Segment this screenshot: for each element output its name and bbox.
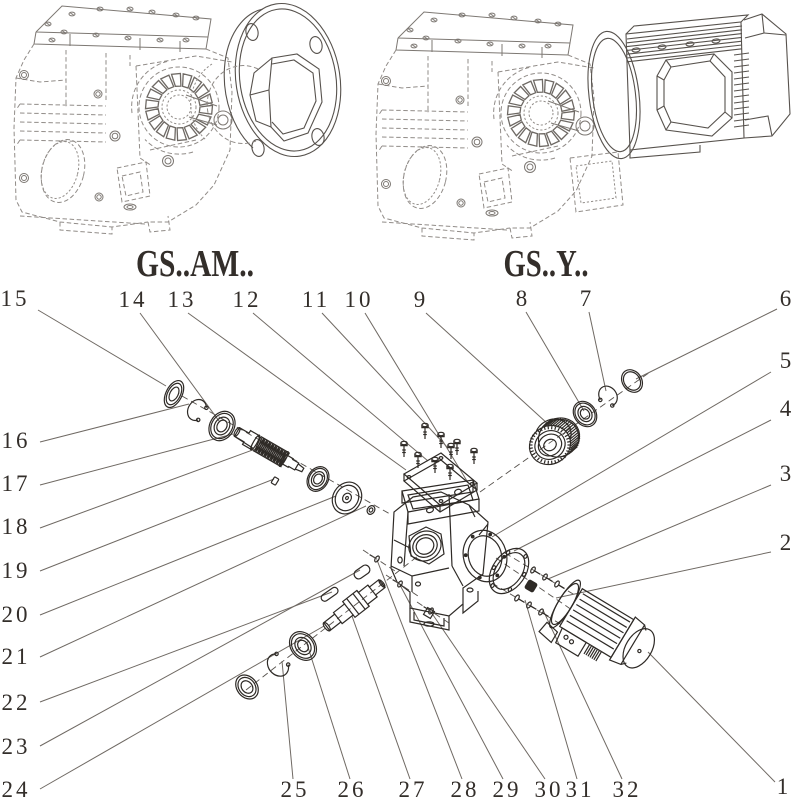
- svg-text:31: 31: [566, 777, 595, 800]
- svg-text:27: 27: [399, 777, 428, 800]
- svg-text:19: 19: [2, 558, 31, 583]
- svg-text:15: 15: [1, 286, 30, 311]
- svg-text:4: 4: [780, 396, 795, 421]
- svg-text:16: 16: [2, 428, 31, 453]
- svg-text:13: 13: [168, 287, 197, 312]
- svg-text:20: 20: [2, 602, 31, 627]
- svg-text:GS..AM..: GS..AM..: [136, 243, 254, 285]
- svg-text:23: 23: [2, 734, 31, 759]
- svg-text:22: 22: [2, 690, 31, 715]
- svg-text:24: 24: [2, 777, 31, 800]
- svg-text:GS..Y..: GS..Y..: [504, 243, 589, 285]
- svg-text:17: 17: [2, 471, 31, 496]
- svg-text:3: 3: [780, 461, 795, 486]
- svg-text:26: 26: [338, 777, 367, 800]
- svg-text:7: 7: [580, 286, 595, 311]
- svg-text:1: 1: [777, 774, 792, 799]
- svg-text:10: 10: [345, 287, 374, 312]
- svg-text:8: 8: [516, 286, 531, 311]
- svg-text:6: 6: [780, 286, 795, 311]
- svg-text:5: 5: [780, 348, 795, 373]
- svg-text:9: 9: [414, 287, 429, 312]
- svg-text:29: 29: [493, 777, 522, 800]
- svg-text:21: 21: [2, 644, 31, 669]
- svg-text:18: 18: [2, 514, 31, 539]
- svg-text:32: 32: [613, 777, 642, 800]
- svg-text:11: 11: [302, 287, 330, 312]
- svg-text:2: 2: [780, 530, 795, 555]
- svg-text:28: 28: [451, 777, 480, 800]
- svg-text:30: 30: [535, 777, 564, 800]
- svg-text:14: 14: [119, 287, 148, 312]
- svg-text:12: 12: [233, 287, 262, 312]
- svg-text:25: 25: [281, 777, 310, 800]
